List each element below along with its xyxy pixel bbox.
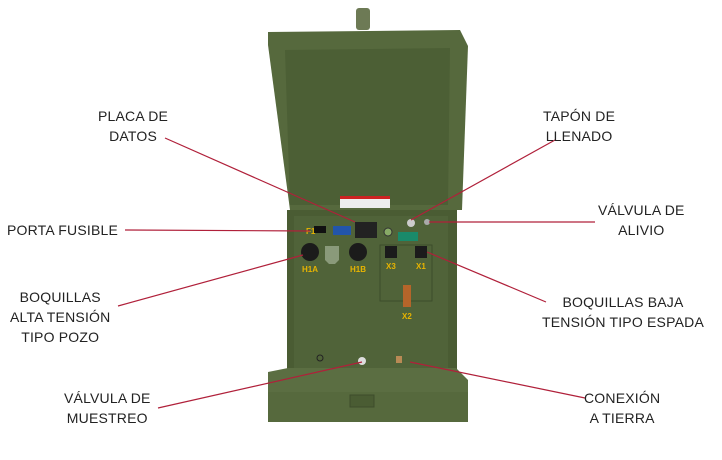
- label-conexion-a-tierra: CONEXIÓN A TIERRA: [584, 388, 660, 428]
- fuse-holder: [314, 226, 326, 233]
- leader-tierra: [409, 361, 586, 399]
- label-line: BOQUILLAS BAJA: [562, 294, 684, 310]
- lid-inner: [285, 48, 450, 205]
- tag-h1b: H1B: [350, 265, 366, 274]
- bushing-h1a: [301, 243, 319, 261]
- label-line: TAPÓN DE: [543, 108, 616, 124]
- relief-valve: [424, 219, 430, 225]
- label-valvula-de-muestreo: VÁLVULA DE MUESTREO: [64, 388, 151, 428]
- label-boquillas-alta-tension: BOQUILLAS ALTA TENSIÓN TIPO POZO: [10, 287, 110, 347]
- label-line: BOQUILLAS: [19, 289, 101, 305]
- ground-symbol: [316, 354, 324, 362]
- leader-placa: [164, 137, 356, 223]
- label-line: ALIVIO: [618, 222, 665, 238]
- tag-x1: X1: [416, 262, 426, 271]
- label-valvula-de-alivio: VÁLVULA DE ALIVIO: [598, 200, 685, 240]
- bushing-x3: [385, 246, 397, 258]
- label-line: MUESTREO: [66, 410, 148, 426]
- leader-alta: [117, 254, 304, 307]
- label-line: DATOS: [109, 128, 157, 144]
- tag-x3: X3: [386, 262, 396, 271]
- fill-plug: [407, 219, 415, 227]
- label-line: TENSIÓN TIPO ESPADA: [542, 314, 704, 330]
- label-line: A TIERRA: [589, 410, 655, 426]
- label-line: ALTA TENSIÓN: [10, 309, 111, 325]
- ground-connector: [396, 356, 402, 363]
- gauge: [383, 227, 393, 237]
- label-line: VÁLVULA DE: [598, 202, 685, 218]
- bushing-x1: [415, 246, 427, 258]
- label-line: TIPO POZO: [21, 329, 100, 345]
- parking-stand: [325, 246, 339, 264]
- leader-fusible: [124, 229, 311, 232]
- sampling-valve: [358, 357, 366, 365]
- lid-latch: [356, 8, 370, 30]
- front-panel: [294, 216, 448, 368]
- label-line: LLENADO: [545, 128, 613, 144]
- bushing-x2: [403, 285, 411, 307]
- leader-muestreo: [157, 361, 363, 409]
- label-line: CONEXIÓN: [584, 390, 661, 406]
- label-line: PORTA FUSIBLE: [7, 222, 119, 238]
- info-sticker: [333, 226, 351, 235]
- nameplate: [355, 222, 377, 238]
- label-porta-fusible: PORTA FUSIBLE: [7, 220, 118, 240]
- leader-tapon: [410, 139, 556, 221]
- green-sticker: [398, 232, 418, 241]
- warning-label-stripe: [340, 196, 390, 199]
- label-line: PLACA DE: [98, 108, 169, 124]
- label-line: VÁLVULA DE: [64, 390, 151, 406]
- bushing-h1b: [349, 243, 367, 261]
- label-boquillas-baja-tension: BOQUILLAS BAJA TENSIÓN TIPO ESPADA: [542, 292, 704, 332]
- base-latch: [349, 394, 375, 408]
- leader-baja: [426, 251, 547, 303]
- label-tapon-de-llenado: TAPÓN DE LLENADO: [543, 106, 615, 146]
- tag-f1: F1: [306, 227, 316, 236]
- tag-x2: X2: [402, 312, 412, 321]
- label-placa-de-datos: PLACA DE DATOS: [98, 106, 168, 146]
- tag-h1a: H1A: [302, 265, 318, 274]
